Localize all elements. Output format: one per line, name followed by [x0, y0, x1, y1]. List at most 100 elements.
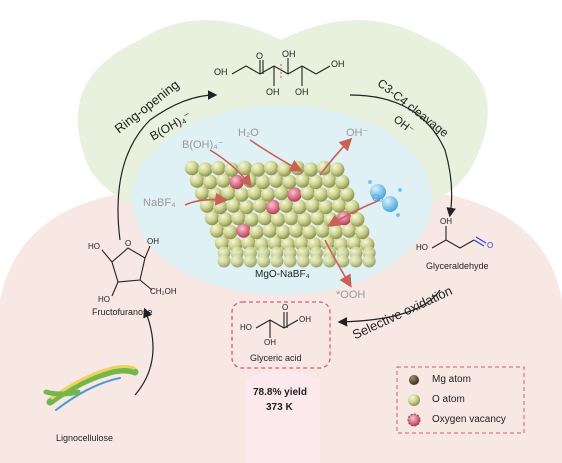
lattice-atom [239, 199, 254, 215]
lattice-atom [330, 162, 345, 177]
lattice-atom [257, 210, 272, 226]
glyceric-acid-skeleton [255, 312, 299, 338]
lattice-atom [309, 254, 323, 268]
lattice-atom [213, 199, 228, 215]
lattice-atom [318, 199, 333, 215]
lattice-atom [209, 223, 225, 238]
lattice-atom [328, 224, 343, 240]
lattice-atom [199, 198, 215, 213]
lattice-atom [267, 235, 282, 251]
lattice-atom [250, 162, 266, 177]
oh-out-arrow [319, 137, 353, 176]
lattice-atom [326, 185, 342, 201]
boh-in-arrow [209, 149, 252, 188]
legend-mg-label: Mg atom [432, 374, 471, 385]
fructofuranose-ring [101, 245, 153, 297]
lattice-atom [224, 162, 239, 177]
lattice-atom [217, 254, 231, 268]
oxygen-vacancy-site [236, 223, 251, 238]
lattice-atom [184, 160, 200, 176]
glyceraldehyde-name: Glyceraldehyde [426, 261, 489, 271]
top-molecule-skeleton [231, 58, 331, 86]
lattice-atom [243, 254, 257, 268]
pink-background-region [0, 180, 562, 463]
glyceric-oh-acid: OH [299, 315, 311, 324]
lattice-atom [275, 224, 291, 240]
lattice-atom [252, 198, 267, 213]
oxygen-vacancy-site [265, 199, 281, 215]
lattice-atom [198, 162, 213, 177]
lattice-atom [331, 198, 347, 213]
glyceraldehyde-ho: HO [416, 243, 428, 252]
lignocellulose-name: Lignocellulose [56, 433, 114, 443]
legend-box [396, 366, 525, 434]
lattice-atom [194, 185, 210, 201]
lattice-atom [335, 174, 350, 190]
lattice-atom [226, 198, 241, 213]
lattice-atom [292, 199, 307, 215]
lattice-atom [289, 223, 304, 238]
top-oh-4: OH [295, 87, 309, 97]
top-oh-2: OH [266, 87, 280, 97]
lattice-atom [237, 160, 252, 176]
lattice-atom [244, 212, 259, 227]
o2-arrow [327, 199, 381, 227]
lattice-atom [234, 187, 249, 202]
lattice-atom [223, 224, 238, 240]
fructo-ho-2: HO [98, 295, 110, 304]
glyceraldehyde-o: O [487, 241, 494, 250]
catalyst-boh-label: B(OH)₄⁻ [182, 139, 224, 151]
fructo-ho-1: HO [88, 242, 100, 251]
lattice-atom [262, 223, 277, 238]
c3c4-cleavage-arrow [349, 94, 456, 218]
lattice-atom [264, 160, 279, 176]
temperature-text: 373 K [266, 402, 293, 413]
lattice-atom [310, 210, 325, 226]
lattice-atom [231, 210, 246, 226]
lignocellulose-fiber [43, 365, 139, 411]
lattice-atom [295, 173, 310, 188]
glyceric-ho: HO [240, 323, 252, 332]
fructofuranose-name: Fructofuranose [92, 307, 153, 317]
oxygen-vacancy-site [287, 187, 302, 202]
lattice-atom [216, 173, 231, 188]
oxygen-vacancy-site [229, 174, 244, 190]
o-atom-swatch [408, 394, 420, 406]
glyceric-oh: OH [264, 338, 276, 347]
lattice-atom [321, 173, 337, 188]
lattice-atom [282, 174, 297, 190]
lattice-atom [230, 254, 244, 268]
catalyst-name: MgO-NaBF₄ [255, 269, 310, 280]
ring-opening-arrow [117, 90, 218, 241]
lattice-atom [320, 235, 335, 251]
top-oh-3: OH [282, 49, 296, 59]
catalyst-oh-label: OH⁻ [346, 127, 369, 139]
lattice-atom [283, 254, 297, 268]
lattice-atom [355, 224, 370, 240]
lattice-atom [336, 254, 350, 268]
selective-oxidation-arrow [337, 289, 441, 327]
nabf4-arrow [184, 192, 229, 206]
lattice-atom [340, 187, 355, 202]
catalyst-h2o-label: H₂O [238, 127, 259, 139]
lattice-atom [218, 212, 233, 227]
fructo-ring-o: O [125, 239, 132, 248]
lattice-atom [257, 254, 271, 268]
mg-atom-swatch [409, 375, 419, 385]
lattice-atom [203, 174, 218, 190]
ooh-arrow [324, 239, 352, 288]
fructo-oh-1: OH [147, 237, 159, 246]
top-ketone-o: O [256, 51, 264, 61]
lattice-atom [189, 173, 205, 188]
lattice-atom [274, 185, 289, 201]
lattice-atom [279, 198, 294, 213]
lattice-atom [305, 198, 320, 213]
glyceric-acid-box [231, 301, 331, 369]
lattice-atom [270, 254, 284, 268]
glyceric-o: O [282, 303, 289, 312]
lattice-atom [297, 212, 312, 227]
lattice-atom [249, 224, 264, 240]
lattice-atom [269, 173, 284, 188]
fructo-ch2oh: CH₂OH [150, 287, 177, 296]
lattice-atom [296, 254, 310, 268]
